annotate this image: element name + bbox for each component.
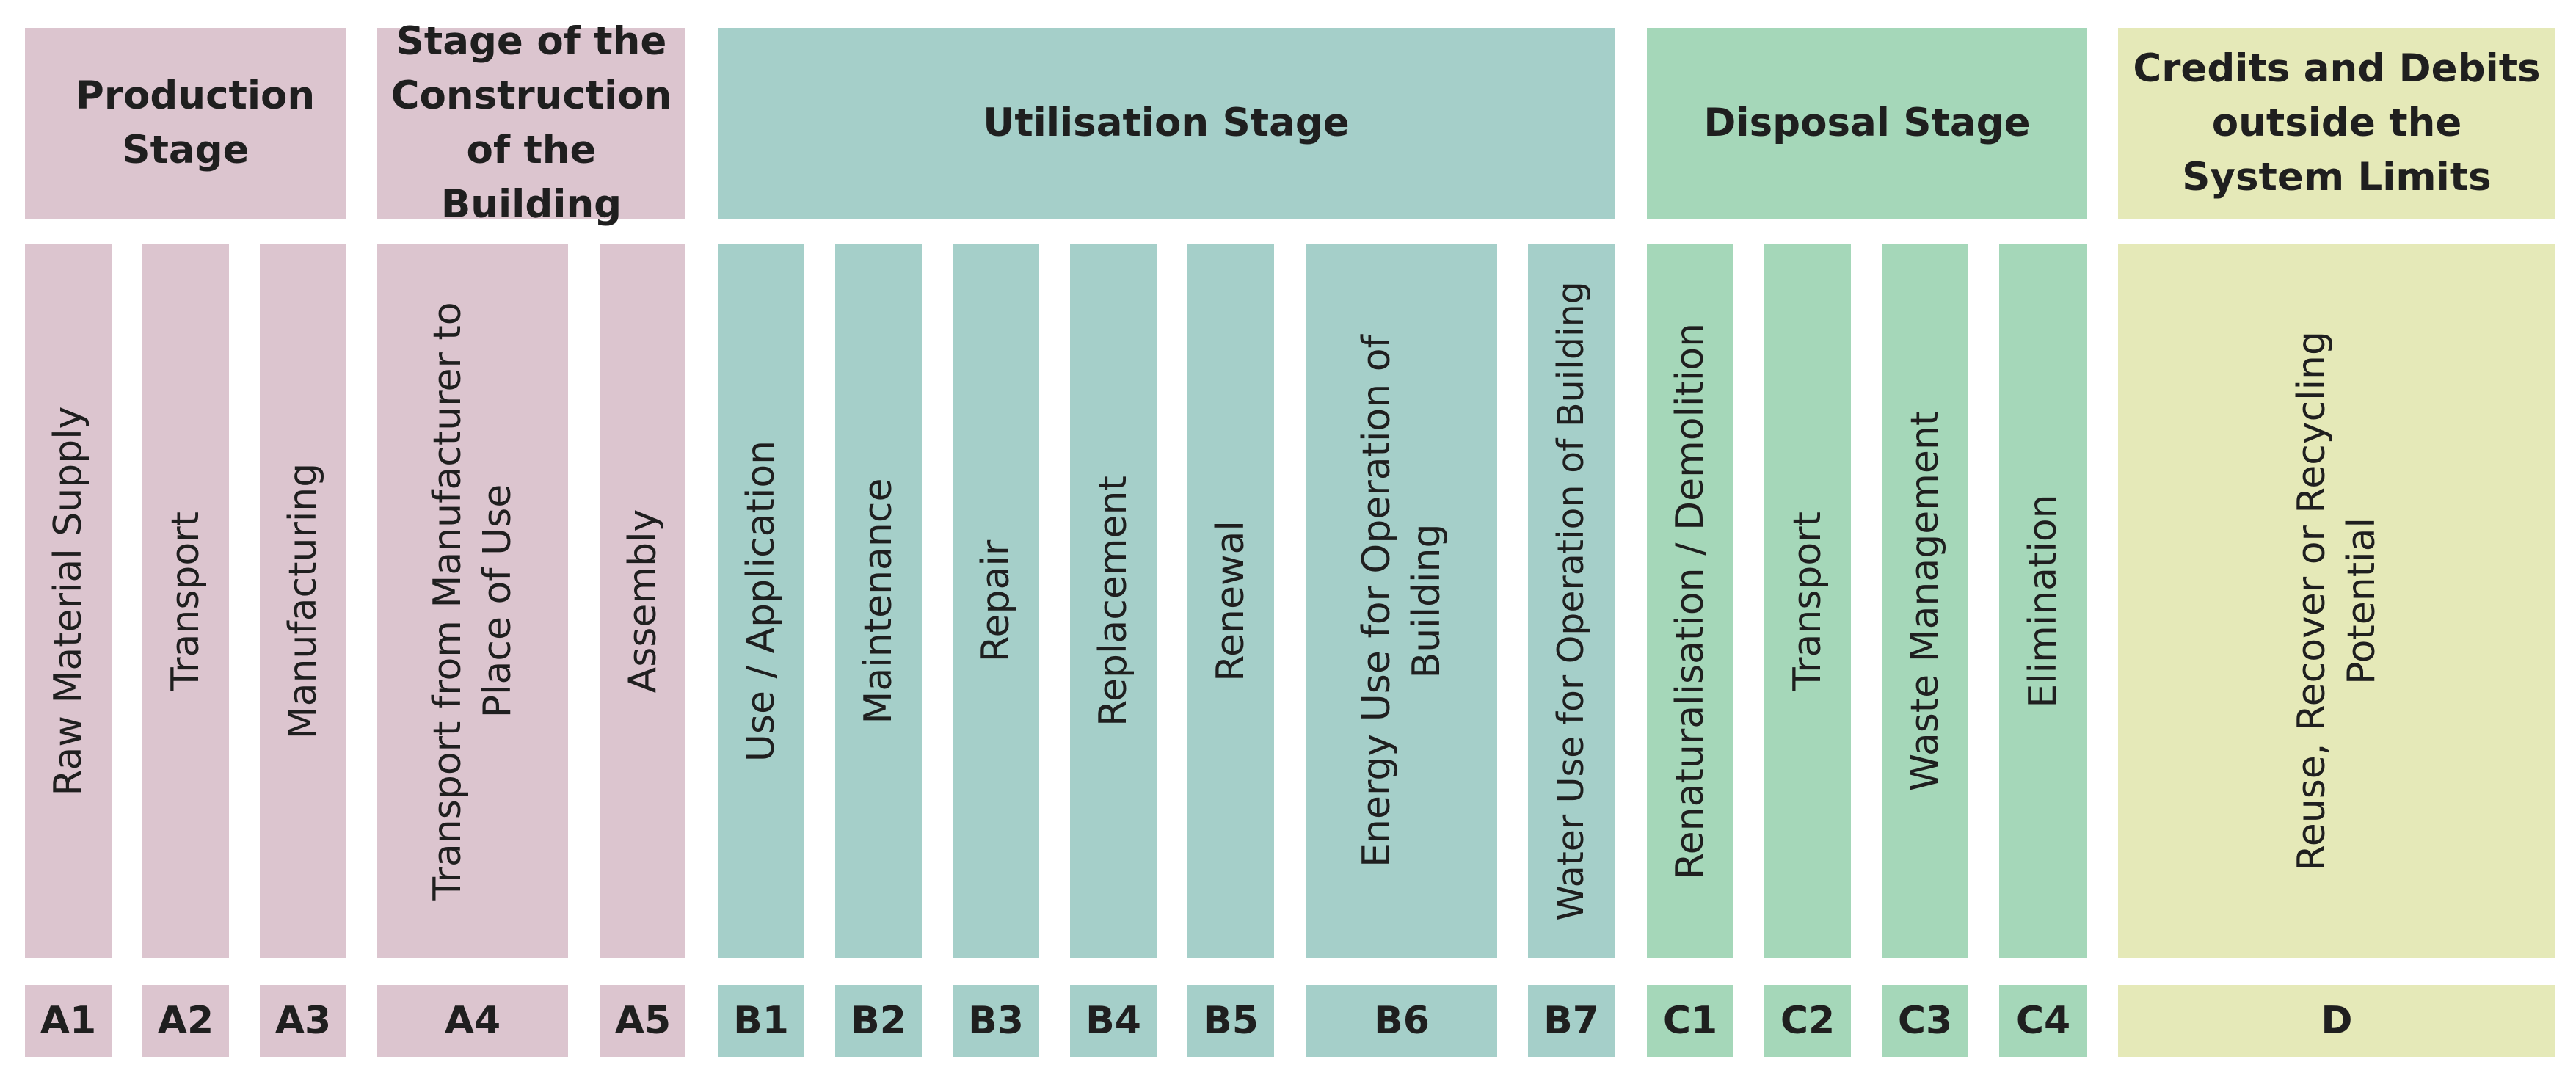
module-a3-code: A3 (260, 985, 346, 1057)
module-b1-label: Use / Application (739, 440, 783, 763)
construction-stage-title: Stage of the Construction of the Buildin… (390, 19, 672, 227)
disposal-stage-title: Disposal Stage (1703, 101, 2031, 145)
module-a5-column: Assembly (600, 244, 685, 958)
module-a4-label: Transport from Manufacturer to Place of … (426, 302, 520, 901)
module-c1-column: Renaturalisation / Demolition (1647, 244, 1733, 958)
module-a1-label: Raw Material Supply (46, 406, 90, 796)
production-stage-header: Production Stage (25, 28, 346, 219)
module-a2-code: A2 (142, 985, 229, 1057)
module-a4-code: A4 (377, 985, 568, 1057)
module-a3-column: Manufacturing (260, 244, 346, 958)
module-b6-column: Energy Use for Operation of Building (1306, 244, 1497, 958)
module-c4-label: Elimination (2021, 494, 2065, 708)
production-stage-title: Production Stage (76, 73, 316, 172)
module-b7-code: B7 (1528, 985, 1615, 1057)
module-b4-label: Replacement (1091, 476, 1135, 727)
disposal-stage-header: Disposal Stage (1647, 28, 2087, 219)
module-d-label: Reuse, Recover or Recycling Potential (2290, 330, 2384, 872)
module-c2-code: C2 (1764, 985, 1851, 1057)
module-a1-column: Raw Material Supply (25, 244, 112, 958)
module-c3-column: Waste Management (1882, 244, 1968, 958)
module-a4-column: Transport from Manufacturer to Place of … (377, 244, 568, 958)
module-b5-code: B5 (1187, 985, 1274, 1057)
module-c4-code: C4 (1999, 985, 2087, 1057)
module-b7-label: Water Use for Operation of Building (1550, 281, 1592, 921)
module-b2-code: B2 (835, 985, 922, 1057)
module-b2-label: Maintenance (856, 478, 900, 724)
module-b5-column: Renewal (1187, 244, 1274, 958)
module-c2-label: Transport (1786, 511, 1830, 691)
construction-stage-header: Stage of the Construction of the Buildin… (377, 19, 685, 227)
module-c3-label: Waste Management (1903, 410, 1947, 792)
module-b3-label: Repair (974, 539, 1018, 663)
module-a2-column: Transport (142, 244, 229, 958)
module-a5-code: A5 (600, 985, 685, 1057)
module-b3-code: B3 (953, 985, 1039, 1057)
module-a1-code: A1 (25, 985, 112, 1057)
module-b6-code: B6 (1306, 985, 1497, 1057)
module-b3-column: Repair (953, 244, 1039, 958)
module-b7-column: Water Use for Operation of Building (1528, 244, 1615, 958)
beyond-system-limits-header: Credits and Debits outside the System Li… (2118, 28, 2555, 219)
utilisation-stage-header: Utilisation Stage (718, 28, 1615, 219)
module-d-code: D (2118, 985, 2555, 1057)
module-a5-label: Assembly (621, 509, 665, 694)
module-b6-label: Energy Use for Operation of Building (1355, 335, 1449, 867)
module-b4-code: B4 (1070, 985, 1157, 1057)
module-b5-label: Renewal (1209, 520, 1253, 682)
module-c3-code: C3 (1882, 985, 1968, 1057)
module-c1-code: C1 (1647, 985, 1733, 1057)
module-b2-column: Maintenance (835, 244, 922, 958)
module-a2-label: Transport (164, 511, 208, 691)
module-a3-label: Manufacturing (281, 462, 325, 740)
module-c2-column: Transport (1764, 244, 1851, 958)
utilisation-stage-title: Utilisation Stage (983, 101, 1350, 145)
module-b4-column: Replacement (1070, 244, 1157, 958)
module-c4-column: Elimination (1999, 244, 2087, 958)
module-d-column: Reuse, Recover or Recycling Potential (2118, 244, 2555, 958)
module-b1-code: B1 (718, 985, 804, 1057)
module-c1-label: Renaturalisation / Demolition (1668, 322, 1712, 880)
beyond-system-limits-title: Credits and Debits outside the System Li… (2133, 46, 2541, 200)
module-b1-column: Use / Application (718, 244, 804, 958)
